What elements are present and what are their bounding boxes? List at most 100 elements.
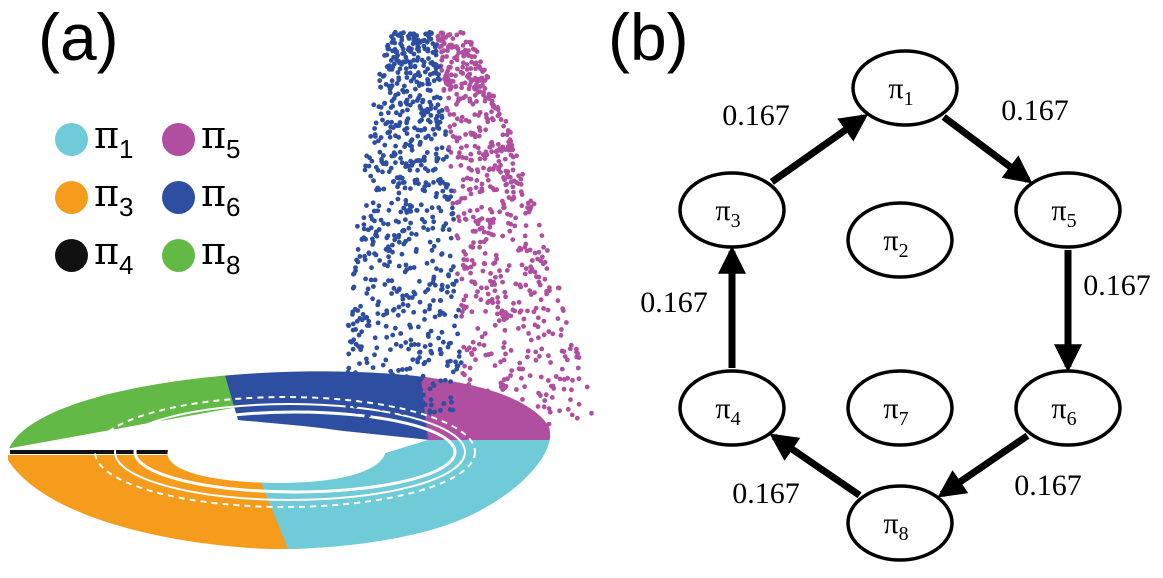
attractor-point <box>361 226 367 232</box>
attractor-point <box>453 84 458 90</box>
attractor-point <box>389 428 395 433</box>
attractor-point <box>498 310 504 316</box>
attractor-point <box>415 406 421 412</box>
attractor-point <box>406 346 411 352</box>
attractor-point <box>430 225 436 231</box>
attractor-point <box>483 95 488 100</box>
attractor-point <box>532 322 538 328</box>
attractor-point <box>490 117 496 123</box>
attractor-point <box>418 202 424 208</box>
attractor-point <box>456 153 462 159</box>
attractor-point <box>401 180 407 185</box>
attractor-point <box>457 150 462 156</box>
attractor-point <box>419 38 425 44</box>
attractor-point <box>396 234 401 240</box>
legend-label: π3 <box>94 171 134 222</box>
attractor-point <box>426 56 431 61</box>
attractor-point <box>380 169 385 175</box>
attractor-point <box>464 347 470 353</box>
attractor-point <box>424 208 430 214</box>
attractor-point <box>490 185 496 191</box>
attractor-point <box>463 39 469 45</box>
attractor-point <box>502 340 507 346</box>
attractor-point <box>531 421 537 426</box>
state-node-label: π1 <box>888 72 913 110</box>
attractor-point <box>472 134 478 140</box>
attractor-point <box>422 317 427 322</box>
legend-swatch <box>55 180 88 214</box>
attractor-point <box>428 102 434 108</box>
state-node-label: π6 <box>1051 392 1076 430</box>
attractor-point <box>468 157 474 163</box>
attractor-point <box>364 387 370 393</box>
panel-a-label: (a) <box>38 0 119 74</box>
attractor-point <box>464 143 469 149</box>
attractor-point <box>426 357 432 363</box>
legend-item: π4 <box>55 229 133 281</box>
attractor-point <box>402 83 407 89</box>
attractor-point <box>443 80 449 86</box>
attractor-point <box>441 41 447 46</box>
attractor-point <box>482 261 488 267</box>
attractor-point <box>432 282 438 288</box>
attractor-point <box>481 165 486 171</box>
attractor-point <box>451 288 457 294</box>
attractor-point <box>484 285 490 291</box>
state-node-label: π4 <box>715 392 740 430</box>
attractor-point <box>368 134 374 139</box>
attractor-point <box>425 133 431 139</box>
attractor-point <box>412 73 418 79</box>
attractor-point <box>473 185 479 191</box>
attractor-point <box>427 72 433 77</box>
attractor-point <box>378 217 384 223</box>
attractor-point <box>505 211 510 217</box>
attractor-point <box>475 289 480 294</box>
attractor-point <box>467 71 473 77</box>
attractor-point <box>398 155 403 161</box>
attractor-point <box>454 116 460 122</box>
attractor-point <box>444 185 449 190</box>
attractor-point <box>564 320 569 325</box>
attractor-point <box>469 352 475 357</box>
attractor-point <box>388 368 394 374</box>
attractor-point <box>528 264 534 270</box>
attractor-point <box>541 332 547 338</box>
attractor-point <box>466 382 472 387</box>
attractor-point <box>476 150 482 156</box>
attractor-point <box>373 120 379 126</box>
edge-weight-label: 0.167 <box>732 477 800 510</box>
state-node-circle <box>846 369 954 447</box>
attractor-point <box>432 132 438 137</box>
attractor-point <box>466 86 472 92</box>
attractor-point <box>532 269 538 275</box>
attractor-point <box>427 408 433 414</box>
attractor-point <box>458 29 463 35</box>
attractor-point <box>428 342 433 348</box>
attractor-point <box>459 145 464 151</box>
attractor-point <box>357 361 362 366</box>
attractor-point <box>479 285 484 291</box>
attractor-point <box>496 111 502 117</box>
attractor-point <box>406 163 411 169</box>
attractor-point <box>487 224 493 230</box>
attractor-point <box>510 237 516 243</box>
attractor-point <box>362 396 367 401</box>
attractor-point <box>390 411 395 417</box>
attractor-point <box>368 277 374 283</box>
attractor-point <box>496 165 502 171</box>
attractor-point <box>390 64 396 70</box>
attractor-point <box>472 143 478 149</box>
attractor-point <box>398 41 403 47</box>
attractor-point <box>416 70 421 76</box>
attractor-point <box>469 309 475 315</box>
edge-arrow-n6-n8 <box>937 432 1030 498</box>
attractor-point <box>468 186 473 192</box>
attractor-point <box>445 48 450 53</box>
attractor-point <box>569 412 575 418</box>
attractor-point <box>381 221 386 227</box>
attractor-point <box>382 142 388 148</box>
attractor-point <box>493 252 499 258</box>
attractor-point <box>425 48 431 54</box>
attractor-point <box>475 428 481 434</box>
attractor-point <box>417 278 422 284</box>
